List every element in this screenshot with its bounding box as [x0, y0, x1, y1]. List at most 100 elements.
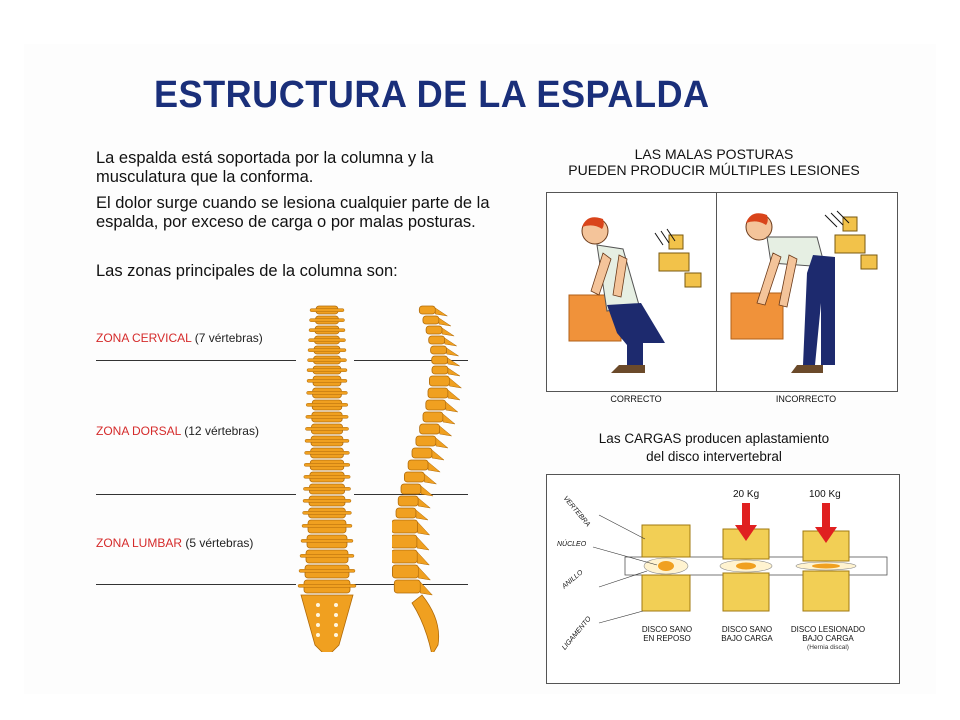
vertebra-front — [307, 345, 347, 355]
vertebra-front — [299, 549, 355, 564]
intro-paragraph-3: Las zonas principales de la columna son: — [96, 262, 398, 280]
disc-3-caption: DISCO LESIONADO BAJO CARGA (Hernia disca… — [785, 625, 871, 652]
posture-correct-caption: CORRECTO — [610, 394, 662, 404]
zone-cervical-label: ZONA CERVICAL (7 vértebras) — [96, 331, 263, 345]
posture-incorrect-frame — [716, 192, 898, 392]
vertebra-side — [400, 483, 434, 497]
posture-correct-frame — [546, 192, 728, 392]
label-nucleo: NÚCLEO — [557, 541, 587, 548]
vertebra-front — [306, 365, 348, 375]
vertebra-front — [303, 459, 351, 471]
vertebra-front — [297, 579, 357, 594]
page-title: ESTRUCTURA DE LA ESPALDA — [154, 74, 710, 116]
zone-divider-3 — [96, 584, 296, 585]
zone-lumbar-label: ZONA LUMBAR (5 vértebras) — [96, 536, 253, 550]
disc-diagram-frame: VERTEBRA NÚCLEO ANILLO LIGAMENTO 20 Kg 1… — [546, 474, 900, 684]
vertebra-front — [309, 315, 345, 325]
disc-2-caption-line-1: DISCO SANO — [721, 625, 773, 634]
vertebra-side — [403, 471, 438, 485]
posture-correct-illustration — [568, 217, 702, 373]
vertebra-side — [428, 335, 457, 347]
zone-cervical-name: ZONA CERVICAL — [96, 331, 192, 345]
sacrum — [300, 594, 354, 652]
vertebra-side — [392, 534, 430, 551]
weight-label-20kg: 20 Kg — [733, 489, 760, 500]
posture-incorrect-caption: INCORRECTO — [775, 394, 837, 404]
vertebra-side — [418, 305, 448, 317]
vertebra-front — [306, 375, 348, 387]
intro-paragraph-1: La espalda está soportada por la columna… — [96, 149, 434, 186]
zone-divider-2 — [96, 494, 296, 495]
spine-side-illustration — [392, 302, 482, 652]
vertebra-front — [301, 519, 353, 534]
vertebra-front — [305, 399, 349, 411]
vertebra-side — [392, 564, 432, 581]
vertebra-side — [393, 579, 433, 596]
weight-label-100kg: 100 Kg — [809, 489, 841, 500]
vertebra-side — [422, 411, 456, 425]
loads-title: Las CARGAS producen aplastamiento del di… — [529, 430, 899, 466]
vertebra-side — [431, 355, 460, 367]
zone-divider-1 — [96, 360, 296, 361]
vertebra-front — [298, 564, 356, 579]
vertebra-front — [304, 435, 350, 447]
vertebra-side — [427, 387, 461, 401]
disc-1-caption-line-1: DISCO SANO — [641, 625, 693, 634]
load-arrow-20kg — [735, 503, 757, 541]
posture-incorrect-illustration — [730, 210, 878, 373]
vertebra-front — [303, 483, 351, 495]
intro-paragraph-2: El dolor surge cuando se lesiona cualqui… — [96, 194, 490, 231]
vertebra-front — [308, 325, 346, 335]
zone-divider-2-right — [354, 494, 468, 495]
vertebra-front — [305, 411, 349, 423]
vertebra-side — [395, 507, 429, 521]
poster: ESTRUCTURA DE LA ESPALDA La espalda está… — [24, 44, 936, 694]
disc-3-caption-note: (Hernia discal) — [807, 644, 849, 651]
zone-cervical-count: (7 vértebras) — [194, 331, 263, 345]
vertebra-front — [302, 495, 352, 507]
vertebra-front — [309, 305, 345, 315]
vertebra-side — [415, 435, 449, 449]
vertebra-side — [392, 549, 430, 566]
zone-lumbar-count: (5 vértebras) — [185, 536, 254, 550]
zone-lumbar-name: ZONA LUMBAR — [96, 536, 183, 550]
vertebra-front — [305, 423, 349, 435]
vertebra-side — [431, 365, 461, 377]
disc-1-caption-line-2: EN REPOSO — [643, 634, 691, 643]
zone-dorsal-count: (12 vértebras) — [184, 424, 259, 438]
zone-dorsal-name: ZONA DORSAL — [96, 424, 181, 438]
postures-title-line-1: LAS MALAS POSTURAS — [634, 146, 794, 162]
vertebra-side — [392, 519, 431, 536]
vertebra-front — [306, 387, 348, 399]
vertebra-front — [303, 471, 351, 483]
vertebra-front — [304, 447, 350, 459]
vertebra-side — [428, 375, 463, 389]
vertebra-side — [430, 345, 459, 357]
vertebra-side — [425, 325, 455, 337]
vertebra-side — [411, 447, 445, 461]
zone-dorsal-label: ZONA DORSAL (12 vértebras) — [96, 424, 259, 438]
vertebra-front — [302, 507, 352, 519]
vertebra-side — [419, 423, 453, 437]
vertebra-front — [308, 335, 346, 345]
zone-divider-1-right — [354, 360, 468, 361]
disc-3-caption-line-1: DISCO LESIONADO — [790, 625, 866, 634]
disc-2-caption-line-2: BAJO CARGA — [721, 634, 773, 643]
disc-2-caption: DISCO SANO BAJO CARGA — [709, 625, 785, 643]
vertebra-side — [425, 399, 459, 413]
vertebra-front — [300, 534, 354, 549]
postures-title: LAS MALAS POSTURAS PUEDEN PRODUCIR MÚLTI… — [529, 146, 899, 178]
spine-front-illustration — [282, 302, 372, 652]
vertebra-side — [397, 495, 432, 509]
disc-diagram-illustration — [592, 503, 888, 624]
disc-1-caption: DISCO SANO EN REPOSO — [629, 625, 705, 643]
vertebra-side — [422, 315, 452, 327]
vertebra-front — [307, 355, 347, 365]
vertebra-side — [407, 459, 441, 473]
load-arrow-100kg — [815, 503, 837, 543]
sacrum-side — [411, 594, 440, 652]
loads-title-line-1: Las CARGAS producen aplastamiento — [598, 431, 830, 446]
loads-title-line-2: del disco intervertebral — [646, 449, 782, 464]
postures-title-line-2: PUEDEN PRODUCIR MÚLTIPLES LESIONES — [568, 162, 860, 178]
disc-3-caption-line-2: BAJO CARGA — [802, 634, 854, 643]
